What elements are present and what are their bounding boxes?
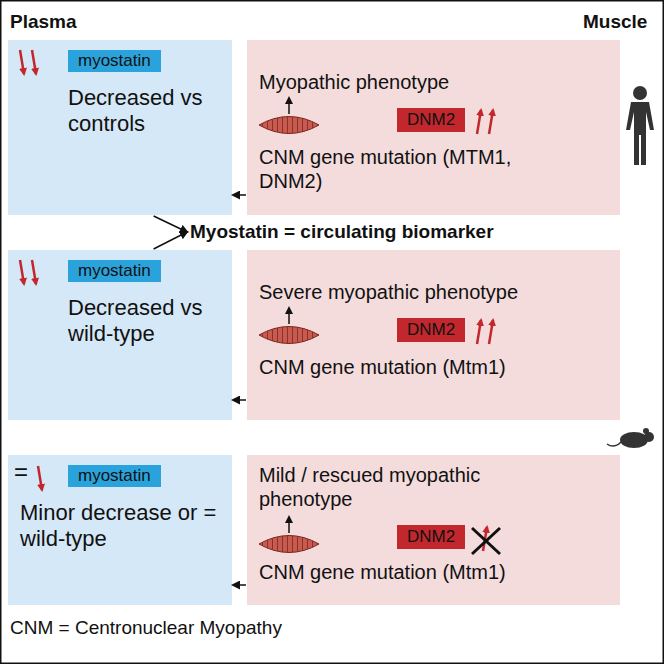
- biomarker-box: myostatin: [68, 465, 161, 487]
- box-label: myostatin: [78, 51, 151, 71]
- equal-sign: =: [14, 458, 28, 486]
- mutation-text: CNM gene mutation (Mtm1): [259, 355, 529, 379]
- gene-box: DNM2: [397, 318, 465, 342]
- mouse-icon: [607, 428, 654, 448]
- connector-arrow: [154, 216, 187, 232]
- abbreviation-note: CNM = Centronuclear Myopathy: [10, 617, 282, 639]
- panel-text: Myopathic phenotype: [259, 70, 599, 94]
- conclusion-text: Myostatin = circulating biomarker: [190, 221, 494, 243]
- box-label: myostatin: [78, 466, 151, 486]
- box-label: myostatin: [78, 261, 151, 281]
- cross-mark: [472, 528, 500, 554]
- panel-text: Minor decrease or = wild-type: [20, 500, 225, 553]
- plasma-panel: Minor decrease or = wild-type myostatin: [8, 455, 232, 605]
- plasma-panel: Decreased vs controls myostatin: [8, 40, 232, 215]
- gene-box: DNM2: [397, 525, 465, 549]
- panel-text: Decreased vs controls: [68, 85, 218, 138]
- biomarker-box: myostatin: [68, 260, 161, 282]
- human-icon: [626, 86, 654, 165]
- mutation-text: CNM gene mutation (Mtm1): [259, 560, 529, 584]
- muscle-panel: Mild / rescued myopathic phenotypeCNM ge…: [247, 455, 620, 605]
- box-label: Myostatin = circulating biomarker: [190, 221, 494, 243]
- muscle-panel: Myopathic phenotypeCNM gene mutation (MT…: [247, 40, 620, 215]
- connector-arrow: [233, 194, 246, 196]
- column-heading: Muscle: [583, 11, 647, 33]
- panel-grounds: [8, 40, 620, 605]
- box-label: DNM2: [407, 527, 455, 547]
- box-label: DNM2: [407, 320, 455, 340]
- panel-text: Mild / rescued myopathic phenotype: [259, 463, 559, 511]
- column-heading: Plasma: [10, 11, 77, 33]
- connector-arrow: [233, 584, 246, 586]
- muscle-panel: Severe myopathic phenotypeCNM gene mutat…: [247, 250, 620, 420]
- decrease-arrows: [20, 50, 42, 490]
- mutation-text: CNM gene mutation (MTM1, DNM2): [259, 145, 529, 193]
- box-label: DNM2: [407, 110, 455, 130]
- plasma-panel: Decreased vs wild-type myostatin: [8, 250, 232, 420]
- connector-arrow: [154, 232, 187, 249]
- panel-text: Severe myopathic phenotype: [259, 280, 599, 304]
- biomarker-box: myostatin: [68, 50, 161, 72]
- panel-text: Decreased vs wild-type: [68, 295, 218, 348]
- connector-arrow: [233, 399, 246, 401]
- gene-box: DNM2: [397, 108, 465, 132]
